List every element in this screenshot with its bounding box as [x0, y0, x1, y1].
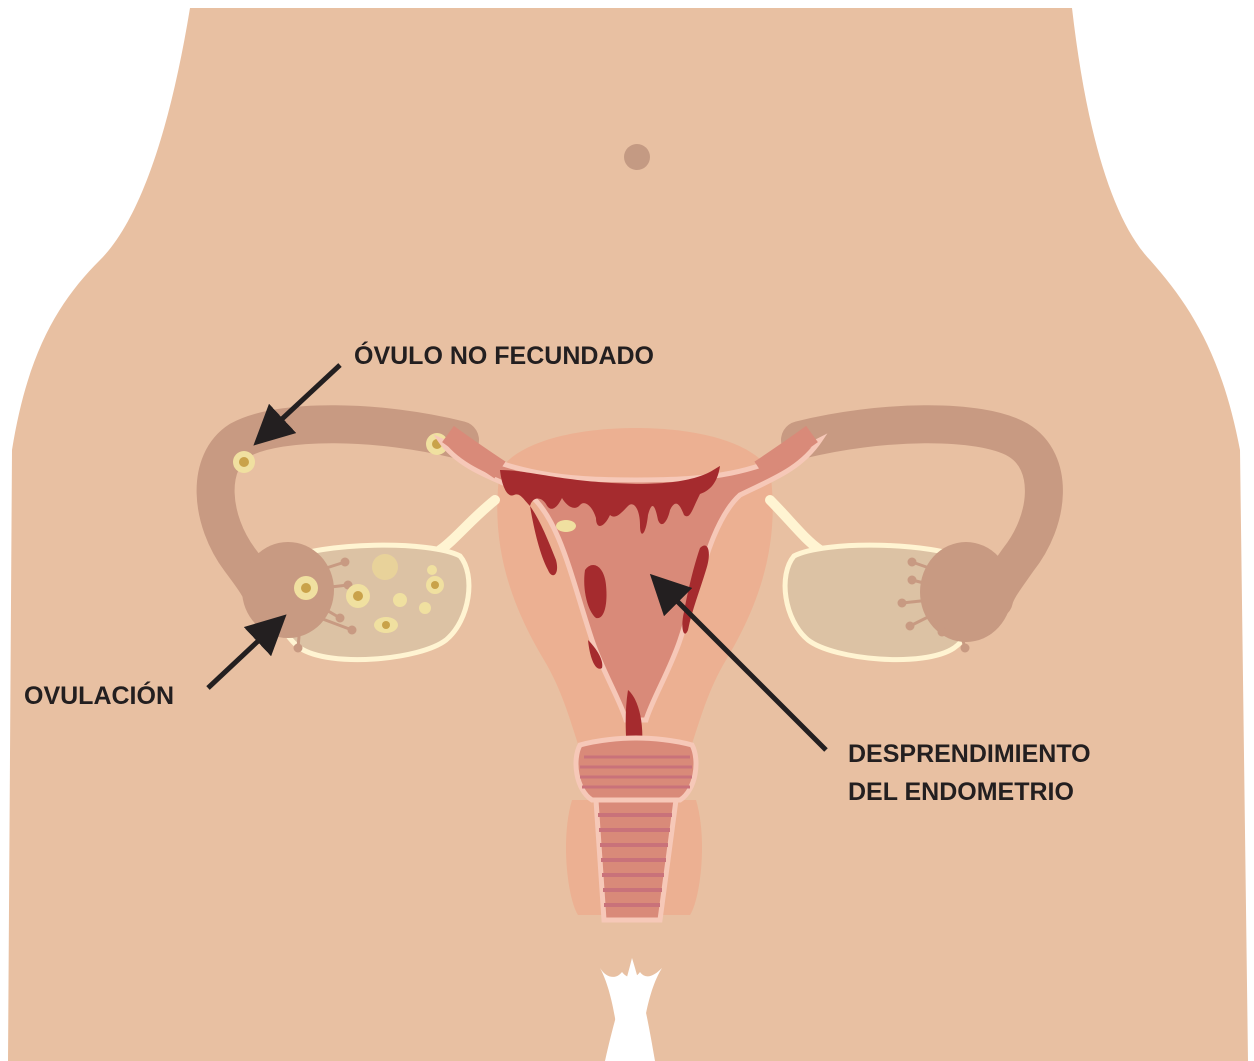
ovulation-egg: [294, 576, 318, 600]
navel: [624, 144, 650, 170]
label-endometrium-line1: DESPRENDIMIENTO: [848, 740, 1091, 768]
left-fimbriae: [242, 542, 334, 638]
uterus-egg: [556, 520, 576, 532]
label-endometrium-line2: DEL ENDOMETRIO: [848, 778, 1074, 806]
cervix: [576, 738, 696, 800]
label-unfertilized-egg: ÓVULO NO FECUNDADO: [354, 340, 654, 370]
vaginal-canal-stripes: [598, 815, 672, 905]
right-fimbriae: [920, 542, 1012, 642]
label-ovulation: OVULACIÓN: [24, 680, 174, 710]
